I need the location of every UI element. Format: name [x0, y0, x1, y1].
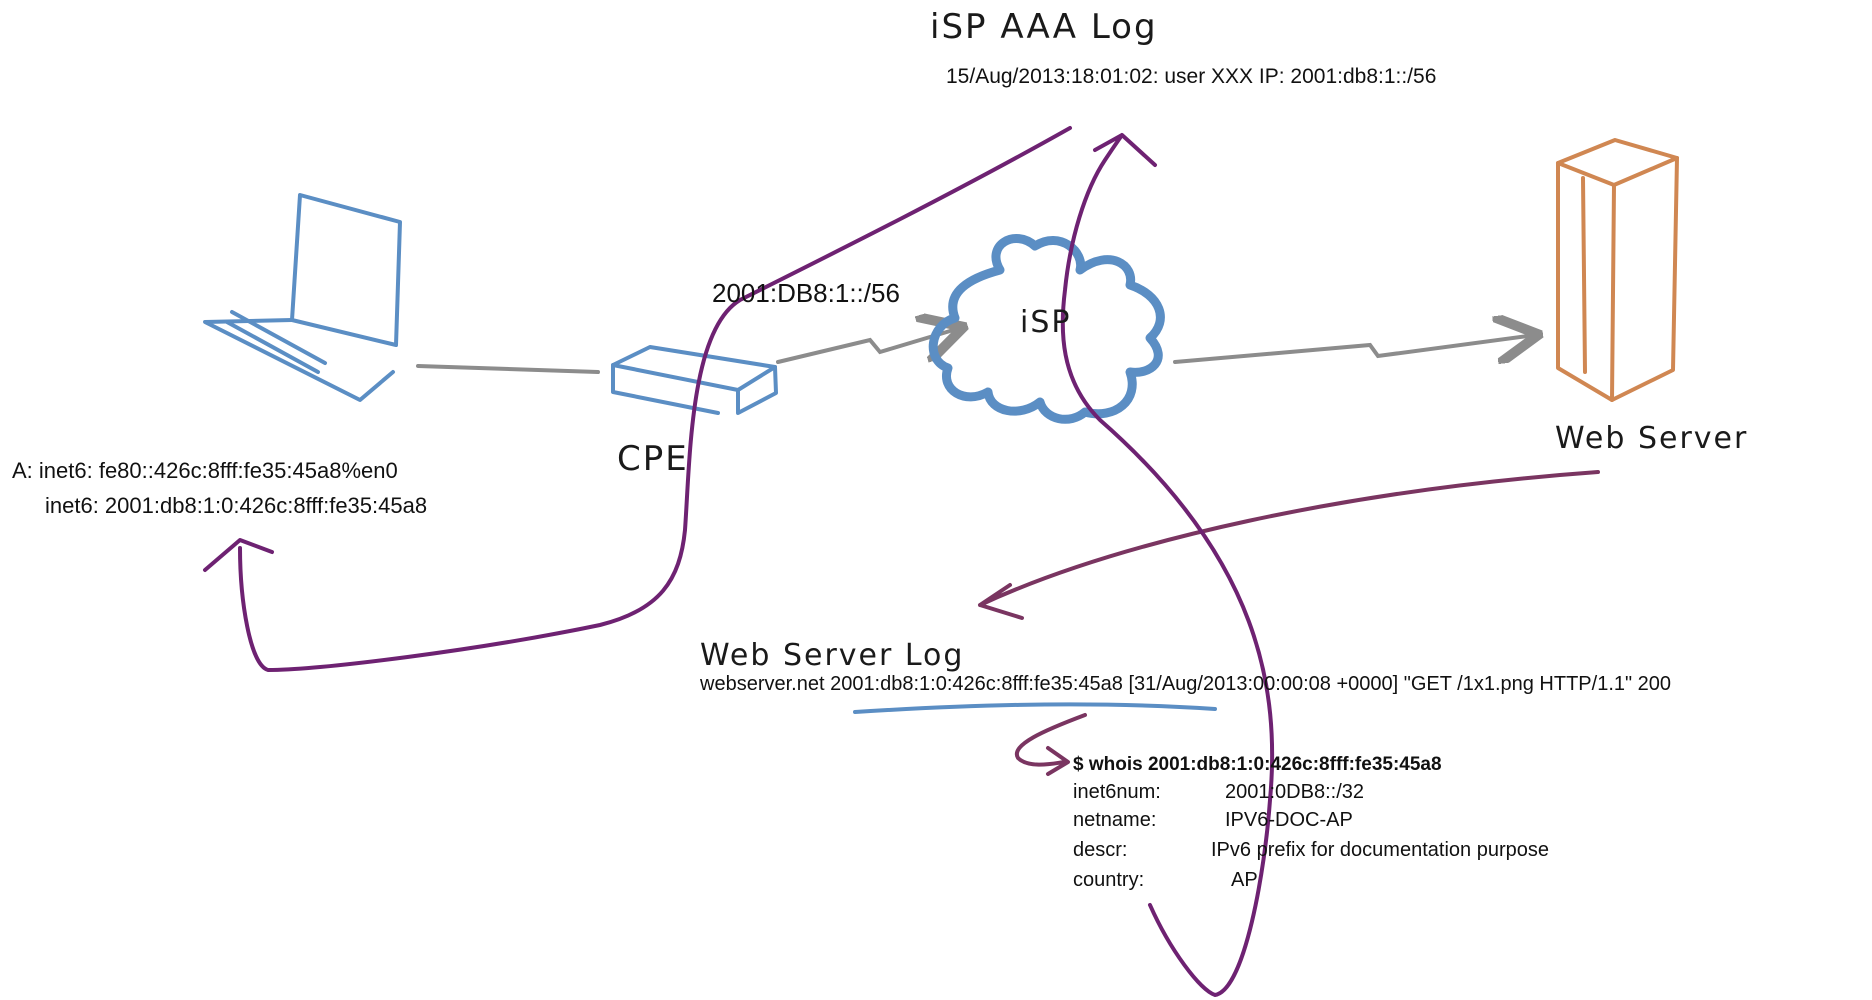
web-server-log-entry: webserver.net 2001:db8:1:0:426c:8fff:fe3… [699, 673, 1671, 695]
host-address-line-2: inet6: 2001:db8:1:0:426c:8fff:fe35:45a8 [45, 493, 427, 518]
whois-value: IPV6-DOC-AP [1225, 809, 1353, 831]
isp-label: iSP [1020, 305, 1071, 340]
whois-value: 2001:0DB8::/32 [1225, 781, 1364, 803]
whois-key: country: [1073, 869, 1144, 891]
link-cpe-isp [776, 328, 960, 364]
whois-value: AP [1231, 869, 1258, 891]
web-server-label: Web Server [1555, 421, 1748, 456]
isp-aaa-log-title: iSP AAA Log [930, 7, 1158, 47]
trace-whois-to-aaa [1060, 133, 1275, 997]
isp-cloud-icon [928, 234, 1165, 424]
laptop-icon [203, 193, 402, 402]
host-address-line-1: A: inet6: fe80::426c:8fff:fe35:45a8%en0 [12, 458, 398, 483]
arrow-log-to-whois [1014, 713, 1087, 776]
cpe-router-icon [611, 345, 778, 415]
whois-value: IPv6 prefix for documentation purpose [1211, 839, 1549, 861]
whois-key: netname: [1073, 809, 1156, 831]
aaa-log-entry: 15/Aug/2013:18:01:02: user XXX IP: 2001:… [946, 65, 1436, 88]
cpe-label: CPE [617, 439, 689, 479]
log-underline [853, 702, 1217, 714]
web-server-icon [1556, 138, 1679, 402]
arrow-webserver-to-log [978, 470, 1600, 620]
prefix-label: 2001:DB8:1::/56 [712, 278, 900, 308]
link-laptop-cpe [416, 364, 600, 374]
whois-result: $ whois 2001:db8:1:0:426c:8fff:fe35:45a8… [1073, 754, 1549, 891]
whois-command: $ whois 2001:db8:1:0:426c:8fff:fe35:45a8 [1073, 754, 1442, 775]
whois-key: inet6num: [1073, 781, 1161, 803]
whois-key: descr: [1073, 839, 1127, 861]
link-isp-webserver [1173, 335, 1535, 362]
trace-aaa-to-host [203, 126, 1072, 672]
web-server-log-title: Web Server Log [700, 638, 964, 673]
